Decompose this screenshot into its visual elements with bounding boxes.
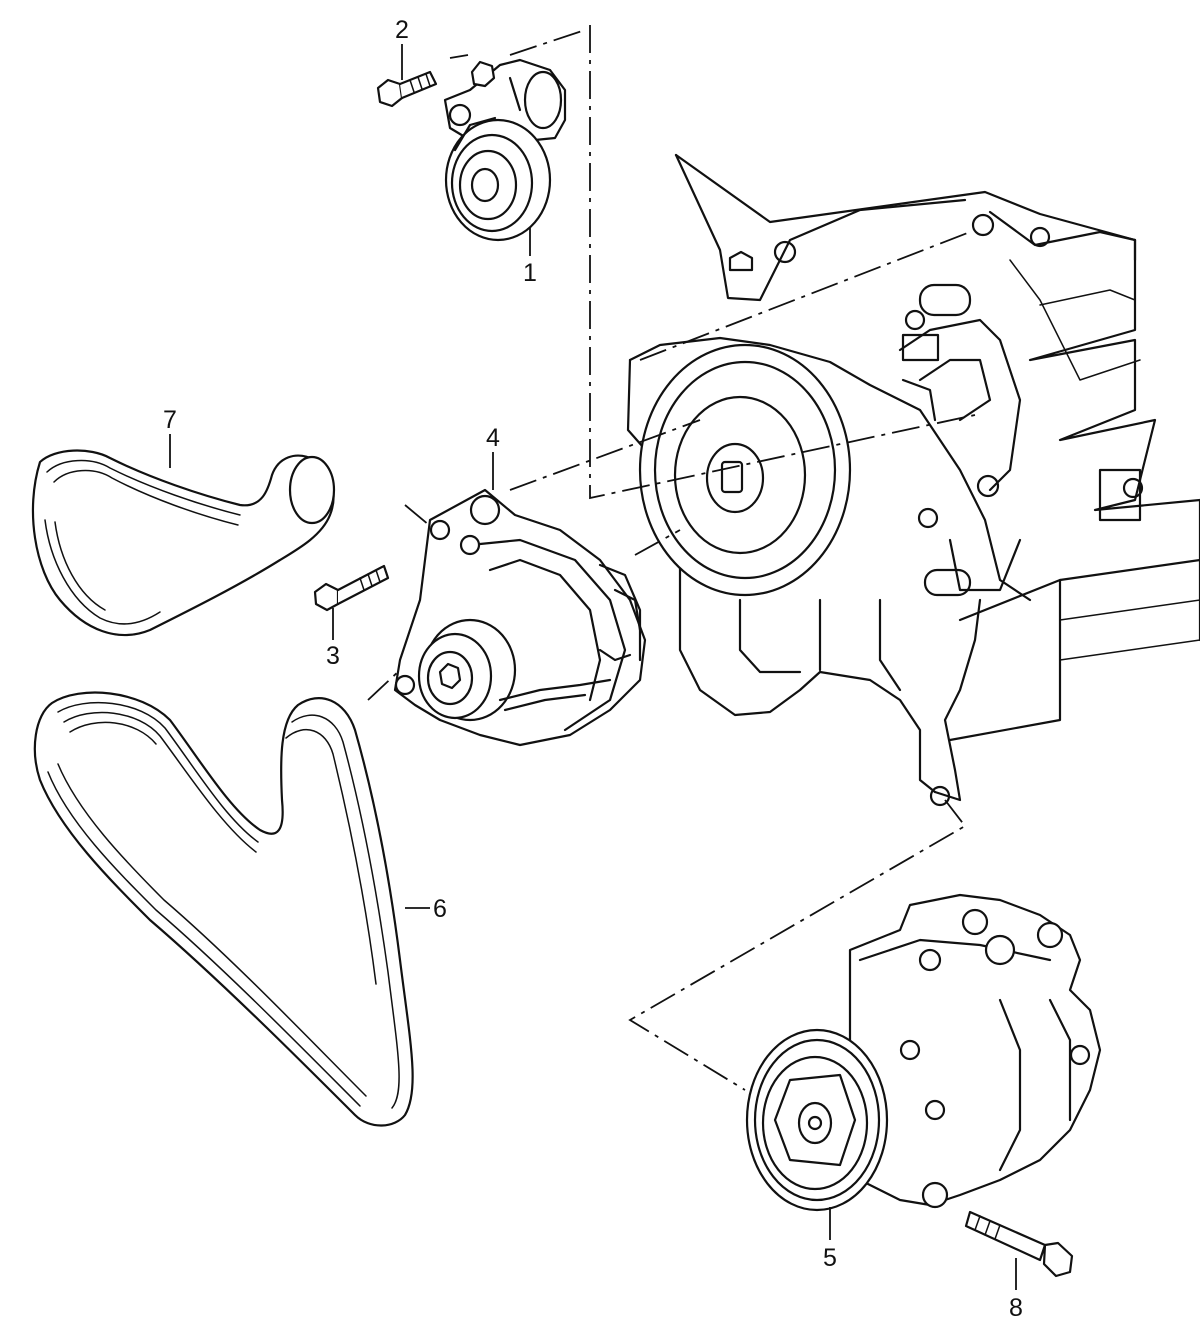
callout-6: 6 — [433, 895, 447, 923]
callout-2: 2 — [395, 16, 409, 44]
alternator — [393, 488, 647, 747]
callout-4: 4 — [486, 424, 500, 452]
callout-7: 7 — [163, 406, 177, 434]
tensioner-bolt — [376, 70, 438, 108]
dashed-guides — [367, 25, 976, 1091]
callout-3: 3 — [326, 642, 340, 670]
callout-8: 8 — [1009, 1294, 1023, 1322]
callout-1: 1 — [523, 259, 537, 287]
large-ribbed-belt — [33, 691, 414, 1127]
compressor-bolt — [964, 1210, 1074, 1278]
small-ribbed-belt — [31, 449, 336, 637]
ac-compressor — [745, 893, 1102, 1212]
callout-leaders — [169, 44, 1017, 1290]
alternator-bolt — [313, 564, 390, 612]
callout-5: 5 — [823, 1244, 837, 1272]
belt-tensioner — [443, 58, 567, 242]
engine-block — [626, 153, 1200, 807]
